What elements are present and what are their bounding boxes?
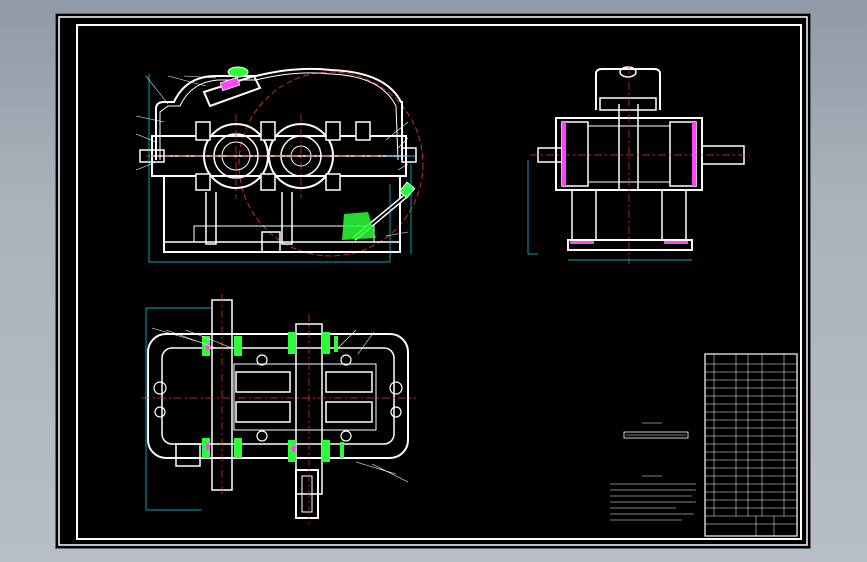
breather-cap [227, 66, 249, 78]
top-view [142, 294, 416, 524]
side-top-cover [595, 68, 661, 110]
front-view [135, 66, 424, 263]
technical-notes [610, 422, 696, 521]
top-dimensions [145, 307, 212, 511]
oil-level-hatch [342, 212, 376, 240]
parts-list-rows [705, 354, 797, 536]
side-bearings [562, 122, 696, 244]
front-dimensions [148, 74, 416, 263]
inner-border [76, 24, 802, 540]
output-shaft-end [401, 147, 417, 163]
drawing-sheet [58, 16, 808, 546]
flange-bolts [195, 121, 371, 191]
top-output-shaft [295, 469, 319, 519]
input-shaft-end [139, 149, 165, 163]
drain-plug [261, 231, 281, 253]
side-dimensions [527, 160, 692, 261]
front-leaders [135, 75, 409, 237]
oil-gauge-cap [398, 181, 416, 199]
top-leaders [151, 327, 409, 483]
side-base [567, 239, 693, 251]
parts-list-title-block [704, 353, 798, 537]
top-bolt-holes [153, 354, 403, 442]
cad-drawing-viewport[interactable] [56, 14, 810, 548]
housing-inner-outline [159, 72, 399, 161]
side-view [527, 66, 750, 264]
large-gear-pitch-circle [238, 71, 424, 257]
housing-top-outline [155, 67, 403, 160]
ribs [205, 192, 293, 245]
top-housing [147, 333, 409, 459]
top-bearings-accent [206, 344, 295, 452]
outer-border [58, 16, 808, 546]
